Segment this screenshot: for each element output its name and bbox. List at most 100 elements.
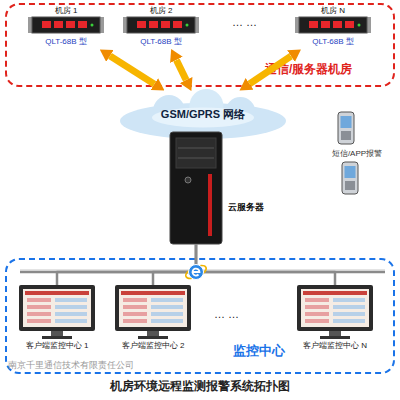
phone-screen xyxy=(341,116,352,128)
rack-display xyxy=(173,21,182,28)
screen-row xyxy=(333,305,365,309)
rack-body xyxy=(127,17,195,33)
screen-row xyxy=(27,319,51,323)
monitor-base xyxy=(320,336,350,339)
node-label: 机房 1 xyxy=(28,6,104,15)
diagram-title: 机房环境远程监测报警系统拓扑图 xyxy=(0,380,400,394)
rack-body xyxy=(299,17,367,33)
ellipsis: … … xyxy=(214,308,239,321)
screen-row xyxy=(305,298,329,302)
tower-shape xyxy=(168,132,278,244)
icon-orbit xyxy=(184,263,208,281)
node-label: QLT-68B 型 xyxy=(123,37,199,46)
monitor-stand xyxy=(329,331,341,336)
rack-display xyxy=(309,21,318,28)
client-monitor: 客户端监控中心 N xyxy=(292,285,378,355)
screen-row xyxy=(27,305,51,309)
phone-alarm: 短信/APP报警 xyxy=(318,112,396,198)
monitor-stand xyxy=(51,331,63,336)
rack-display xyxy=(321,21,330,28)
network-cable xyxy=(196,244,335,285)
node-label: QLT-68B 型 xyxy=(295,37,371,46)
rack-ears xyxy=(123,17,199,33)
screen-row xyxy=(55,319,87,323)
machine-room-group: 通信/服务器机房机房 1QLT-68B 型机房 2QLT-68B 型机房 NQL… xyxy=(5,3,395,87)
monitor-frame xyxy=(19,285,95,331)
screen-row xyxy=(305,312,329,316)
client-monitor: 客户端监控中心 2 xyxy=(110,285,196,355)
node-label: 机房 2 xyxy=(123,6,199,15)
node-label: QLT-68B 型 xyxy=(28,37,104,46)
rack-display xyxy=(333,21,342,28)
node-label: 机房 N xyxy=(295,6,371,15)
rack-led xyxy=(358,24,361,27)
monitoring-center-group: 监控中心 客户端监控中心 1 客户端监控中心 2 客户端监控中心 N xyxy=(5,258,395,374)
rack-display xyxy=(345,21,354,28)
screen-row xyxy=(27,298,51,302)
node-label: 客户端监控中心 N xyxy=(292,341,378,350)
tower-bay-line xyxy=(178,158,214,159)
tower-bays xyxy=(176,138,216,168)
screen-row xyxy=(55,312,87,316)
screen-row xyxy=(333,312,365,316)
screen-row xyxy=(123,305,147,309)
rack-body xyxy=(32,17,100,33)
phone-body xyxy=(342,162,358,194)
screen-row xyxy=(123,319,147,323)
node-label: 通信/服务器机房 xyxy=(265,63,352,77)
data-link-arrow xyxy=(110,56,154,84)
monitor-stand xyxy=(147,331,159,336)
screen-row xyxy=(305,319,329,323)
screen-bar xyxy=(303,291,367,295)
screen-row xyxy=(151,305,183,309)
screen-row xyxy=(305,305,329,309)
rack-ears xyxy=(28,17,104,33)
tower-case xyxy=(170,132,222,244)
phone-screen xyxy=(345,166,356,178)
monitor-base xyxy=(138,336,168,339)
network-bus-highlight xyxy=(20,270,385,271)
screen-row xyxy=(55,305,87,309)
phone-keys xyxy=(345,181,355,190)
rack-display xyxy=(161,21,170,28)
screen-row xyxy=(123,298,147,302)
monitor-device: 机房 N QLT-68B 型 xyxy=(295,6,371,50)
tower-stripe xyxy=(208,174,212,236)
tower-power xyxy=(185,177,191,183)
tower-bay-line xyxy=(178,148,214,149)
browser-icon xyxy=(184,263,208,281)
screen-bar xyxy=(121,291,185,295)
cloud-server: 云服务器 xyxy=(168,132,278,244)
icon-globe xyxy=(189,265,204,280)
screen-row xyxy=(333,298,365,302)
screen-row xyxy=(27,312,51,316)
node-label: 短信/APP报警 xyxy=(318,149,396,158)
network-cable xyxy=(57,244,196,285)
rack-display xyxy=(54,21,63,28)
monitor-device: 机房 2 QLT-68B 型 xyxy=(123,6,199,50)
rack-led xyxy=(186,24,189,27)
monitor-base xyxy=(42,336,72,339)
rack-display xyxy=(137,21,146,28)
phone-body xyxy=(338,112,354,144)
phone-keys xyxy=(341,131,351,140)
monitor-device: 机房 1 QLT-68B 型 xyxy=(28,6,104,50)
monitor-frame xyxy=(297,285,373,331)
data-link-arrow xyxy=(176,60,186,80)
icon-glyph xyxy=(193,269,200,276)
network-cable xyxy=(153,244,196,285)
ellipsis: … … xyxy=(232,16,257,29)
rack-ears xyxy=(295,17,371,33)
rack-display xyxy=(66,21,75,28)
screen-row xyxy=(151,319,183,323)
node-label: 客户端监控中心 1 xyxy=(14,341,100,350)
monitor-frame xyxy=(115,285,191,331)
rack-display xyxy=(42,21,51,28)
node-label: 云服务器 xyxy=(228,202,264,212)
node-label: 客户端监控中心 2 xyxy=(110,341,196,350)
screen-row xyxy=(151,298,183,302)
client-monitor: 客户端监控中心 1 xyxy=(14,285,100,355)
node-label: GSM/GPRS 网络 xyxy=(118,108,288,121)
node-label: 监控中心 xyxy=(233,344,285,359)
monitor-screen xyxy=(301,289,369,327)
